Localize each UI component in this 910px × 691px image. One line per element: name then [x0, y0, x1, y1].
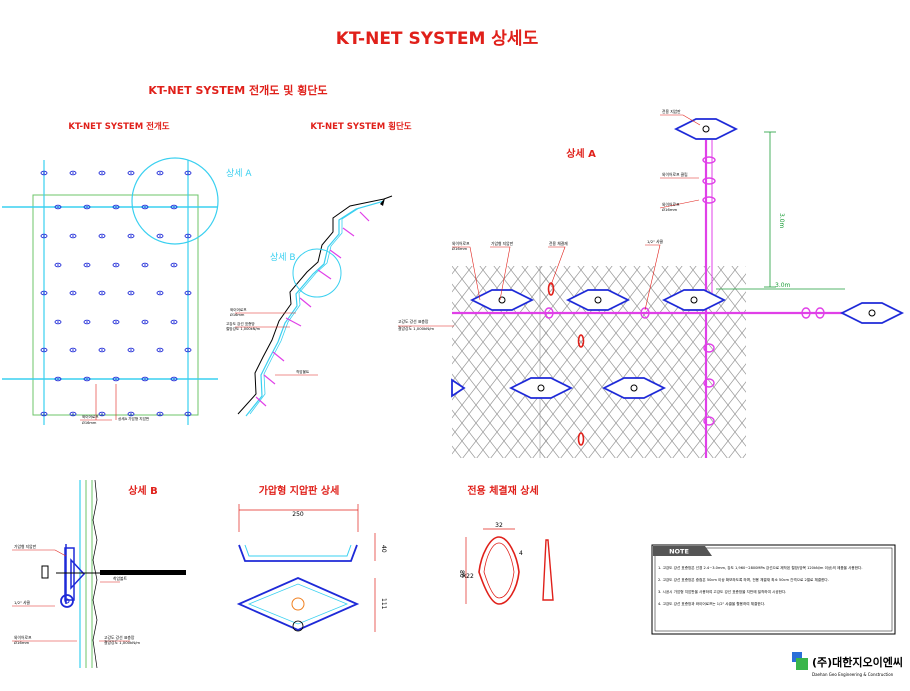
company-name: (주)대한지오이엔씨: [812, 655, 903, 669]
anchor-eye-icon: [127, 290, 135, 296]
section-mesh-spec: 철망강도 1,000kN/m: [226, 326, 261, 331]
anchor-eye-icon: [127, 170, 135, 176]
note-line-3: 3. 시공시 가압형 지압판을 사용하여 고강도 강선 표층망을 지반에 밀착하…: [658, 589, 786, 594]
anchor-eye-icon: [54, 262, 62, 268]
anchor-eye-icon: [170, 319, 178, 325]
anchor-eye-icon: [127, 347, 135, 353]
a-wire-label-left: 와이어로프: [452, 241, 470, 246]
note-header: NOTE: [669, 548, 689, 556]
anchor-eye-icon: [54, 319, 62, 325]
anchor-eye-icon: [69, 290, 77, 296]
anchor-eye-icon: [69, 170, 77, 176]
a-mesh-spec: 철망강도 1,000kN/m: [398, 326, 434, 331]
section-title: KT-NET SYSTEM 횡단도: [310, 121, 411, 132]
note-line-4: 4. 고강도 강선 표층망과 와이어로프는 1/2" 샤클을 활용하여 체결한다…: [658, 601, 765, 606]
b-mesh-spec: 철망강도 1,000kN/m: [104, 640, 140, 645]
plate-height-top-dim: 40: [380, 545, 387, 553]
fastener-detail: 32 4 R22 80: [458, 522, 554, 605]
plate-title: 가압형 지압판 상세: [259, 484, 340, 497]
anchor-eye-icon: [170, 262, 178, 268]
section-anchor-label: 착암볼트: [296, 369, 310, 374]
a-wire-spec: Ø16mm: [662, 207, 678, 212]
a-clamp-label: 와이어로프 클립: [662, 172, 688, 177]
cross-section: 상세 B 와이어로프 Ø16mm 고강도 강선 표층망 철망강도 1,000kN…: [226, 195, 393, 417]
anchor-eye-icon: [69, 233, 77, 239]
a-fastener-label: 전용 체결재: [549, 241, 568, 246]
detail-a-circle-label: 상세 A: [226, 168, 252, 179]
anchor-eye-icon: [69, 347, 77, 353]
a-clip-label: 1/2" 샤클: [647, 239, 664, 244]
anchor-eye-icon: [156, 170, 164, 176]
a-mesh-label: 고강도 강선 표층망: [398, 319, 429, 324]
layout-title: KT-NET SYSTEM 전개도: [68, 121, 169, 132]
anchor-eye-icon: [112, 262, 120, 268]
layout-plan: 상세 A 와이어로프 Ø16mm 상세A 가압형 지압판: [2, 157, 252, 425]
fastener-width-dim: 32: [495, 522, 503, 529]
b-wire-spec: Ø16mm: [14, 640, 30, 645]
b-clip-label: 1/2" 샤클: [14, 600, 31, 605]
anchor-eye-icon: [112, 319, 120, 325]
layout-plate-label: 상세A 가압형 지압판: [118, 416, 150, 421]
plate-height-bottom-dim: 111: [380, 598, 387, 610]
anchor-eye-icon: [156, 290, 164, 296]
layout-wire-spec: Ø16mm: [82, 420, 97, 425]
main-title: KT-NET SYSTEM 상세도: [336, 29, 539, 49]
b-anchor-label: 착암볼트: [113, 576, 127, 581]
company-english: Daehan Geo Engineering & Construction: [812, 672, 894, 677]
section-mesh-label: 고강도 강선 표층망: [226, 321, 255, 326]
anchor-eye-icon: [98, 347, 106, 353]
anchor-eye-icon: [127, 233, 135, 239]
detail-b: 가압형 지압판 1/2" 샤클 와이어로프 Ø16mm 착암볼트 고강도 강선 …: [12, 479, 186, 669]
anchor-eye-icon: [83, 319, 91, 325]
company-logo: (주)대한지오이엔씨 Daehan Geo Engineering & Cons…: [792, 652, 903, 677]
anchor-eye-icon: [98, 233, 106, 239]
anchor-eye-icon: [141, 319, 149, 325]
section-wire-spec: Ø16mm: [230, 312, 245, 317]
plate-detail: 250 40 111: [236, 504, 387, 632]
anchor-eye-icon: [156, 233, 164, 239]
anchor-eye-icon: [156, 347, 164, 353]
a-top-anchor-label: 전용 지압판: [662, 109, 681, 114]
fastener-title: 전용 체결재 상세: [467, 484, 538, 497]
anchor-eye-icon: [141, 262, 149, 268]
detail-b-title: 상세 B: [128, 484, 158, 497]
logo-mark-icon: [792, 652, 802, 662]
dim-vertical-3m: 3.0m: [778, 213, 785, 229]
fastener-radius-dim: R22: [462, 573, 474, 580]
note-line-1: 1. 고강도 강선 표층망은 선경 2.4~3.0mm, 강도 1,960~28…: [658, 565, 862, 570]
b-wire-label: 와이어로프: [14, 635, 32, 640]
a-plate-label: 가압형 지압판: [491, 241, 514, 246]
fastener-thickness-dim: 4: [519, 550, 523, 557]
anchor-eye-icon: [98, 290, 106, 296]
plate-width-dim: 250: [292, 511, 304, 518]
detail-a: 3.0m 3.0m 전용 지압판 와이어로프 클립 와이어로프 Ø16mm 와이…: [398, 109, 903, 458]
section-wire-label: 와이어로프: [230, 307, 247, 312]
a-wire-spec-left: Ø16mm: [452, 246, 468, 251]
fastener-height-dim: 80: [458, 570, 465, 578]
b-plate-label: 가압형 지압판: [14, 544, 37, 549]
section-overview-title: KT-NET SYSTEM 전개도 및 횡단도: [148, 83, 327, 97]
detail-a-title: 상세 A: [566, 147, 596, 160]
a-wire-label: 와이어로프: [662, 202, 680, 207]
note-box: NOTE 1. 고강도 강선 표층망은 선경 2.4~3.0mm, 강도 1,9…: [651, 544, 896, 635]
anchor-eye-icon: [83, 262, 91, 268]
detail-b-circle-label: 상세 B: [270, 252, 296, 263]
layout-wire-label: 와이어로프: [82, 414, 99, 419]
anchor-eye-icon: [98, 170, 106, 176]
b-mesh-label: 고강도 강선 표층망: [104, 635, 135, 640]
dim-horizontal-3m: 3.0m: [775, 282, 791, 289]
note-line-2: 2. 고강도 강선 표층망은 중첩은 50cm 이상 확보하도록 하며, 전용 …: [658, 577, 829, 582]
